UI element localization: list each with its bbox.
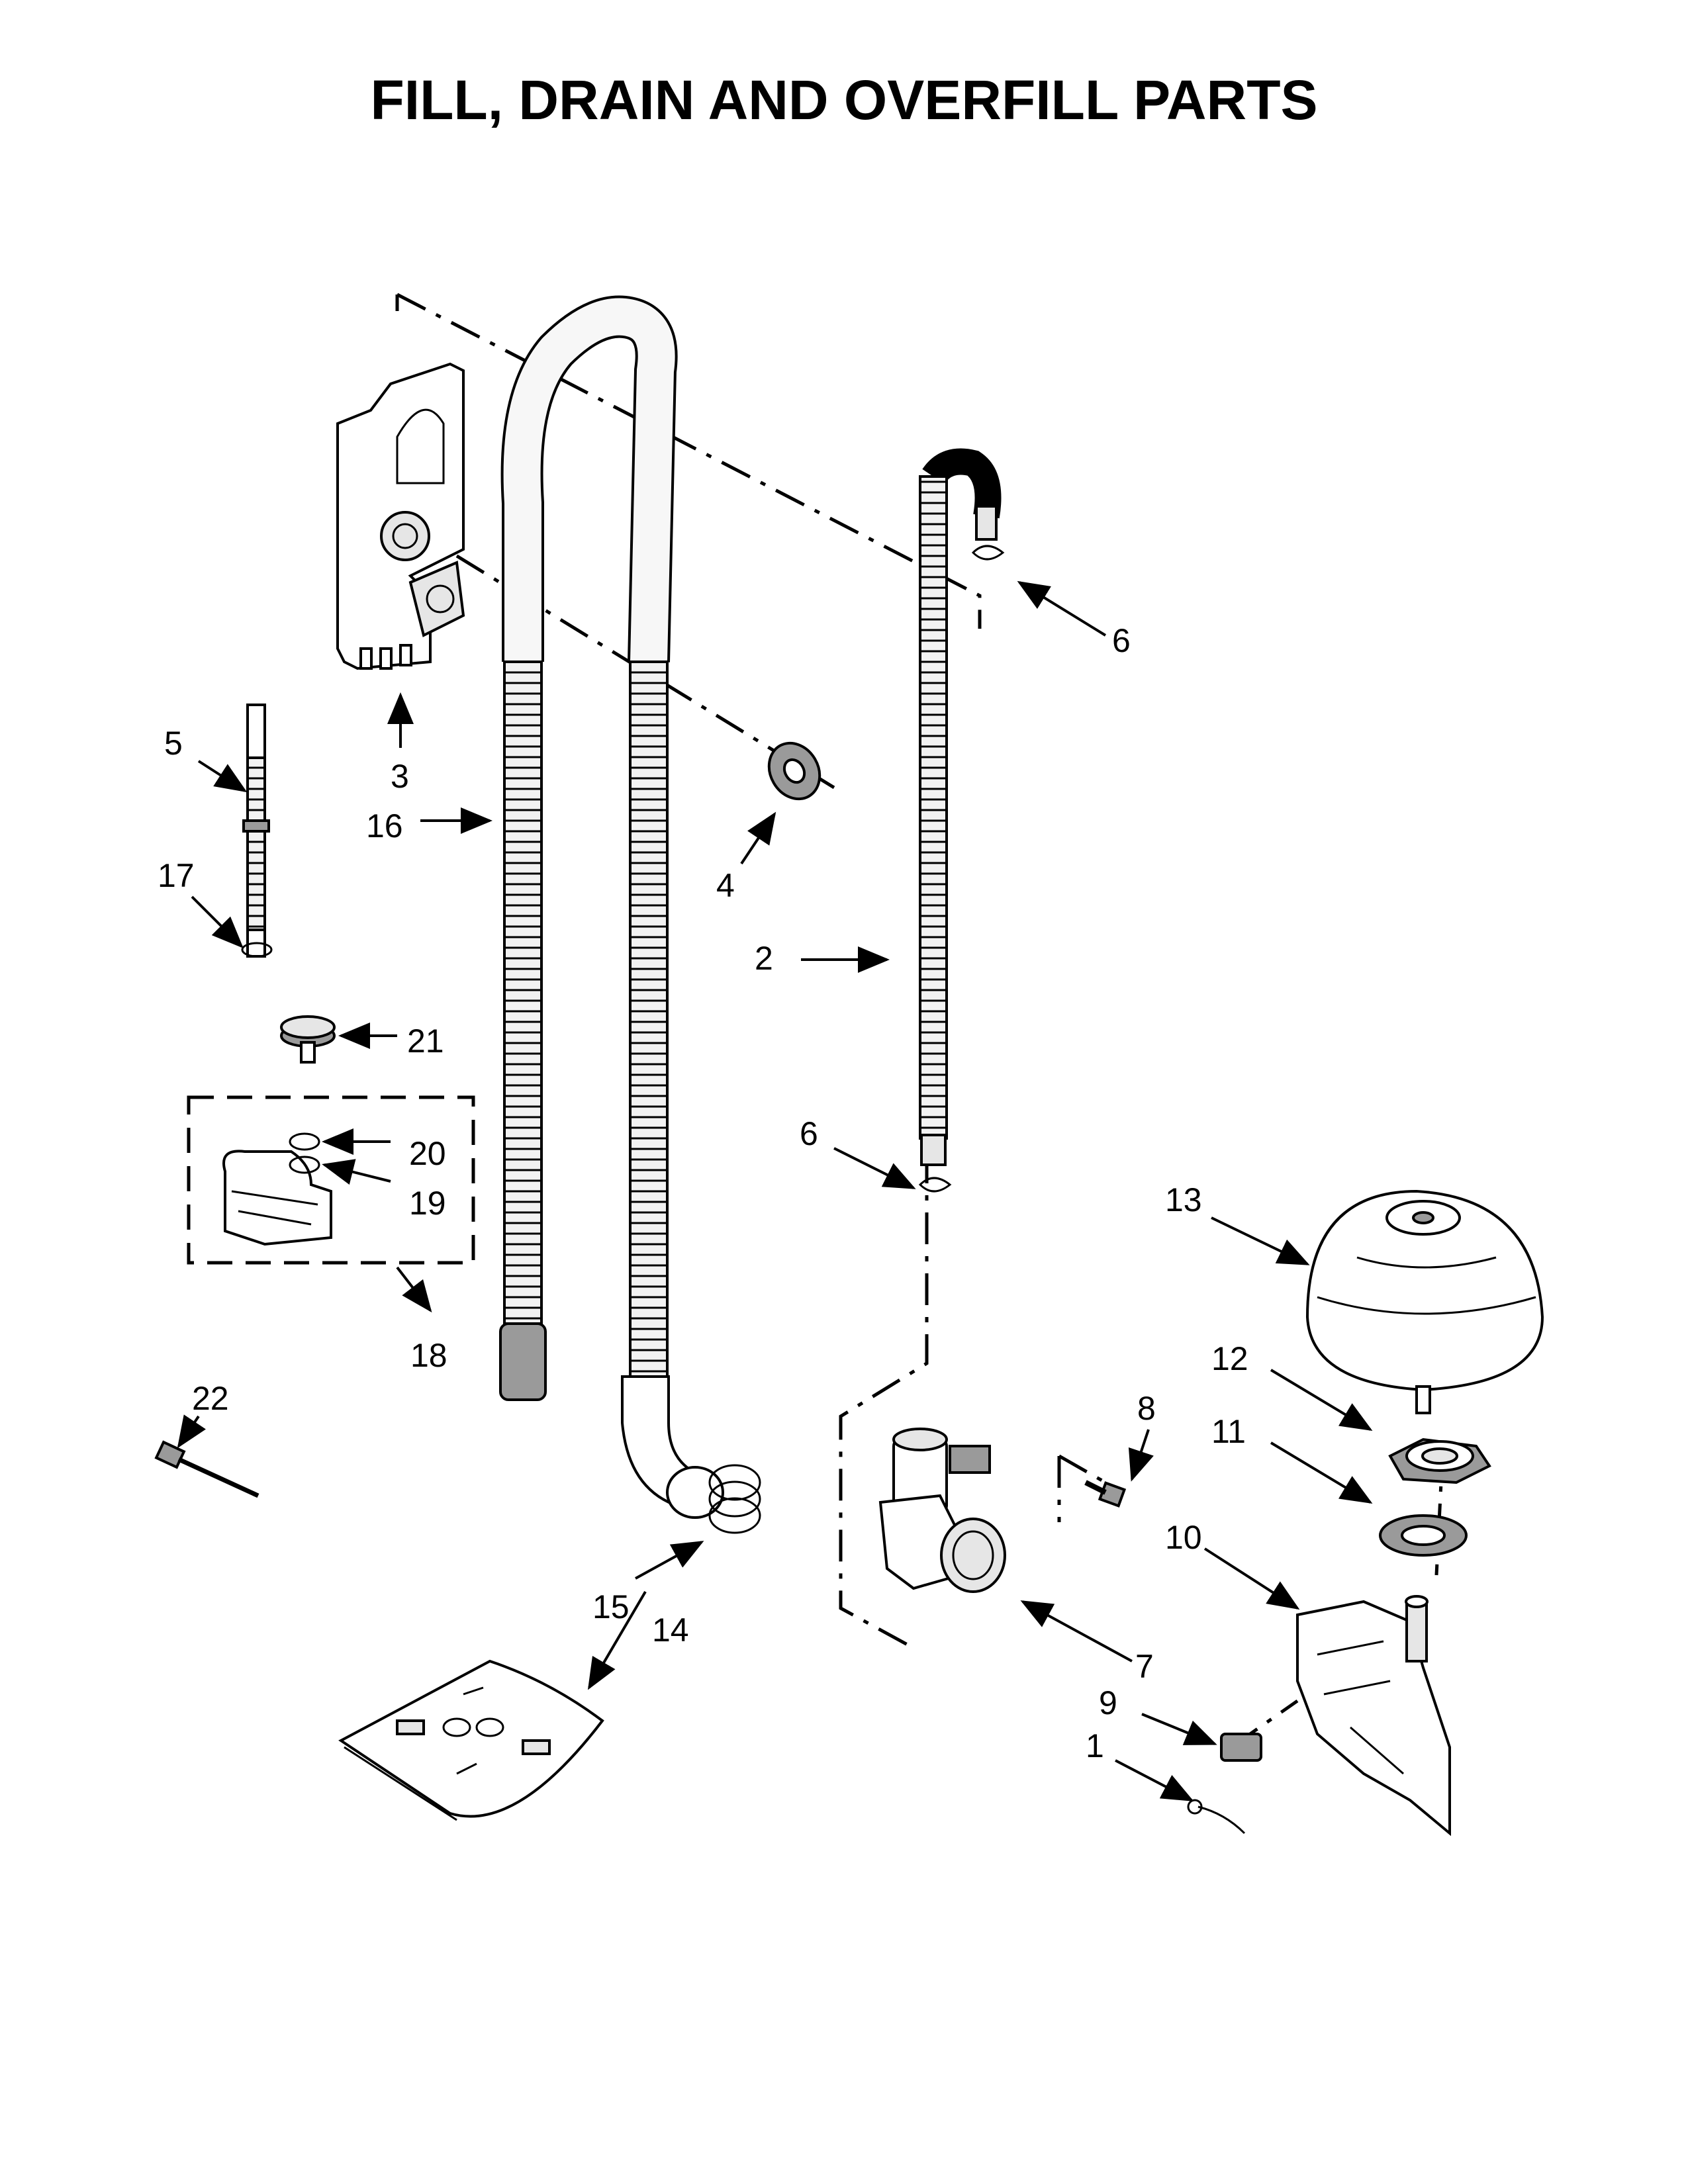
- part-5-vent-tube: [241, 704, 273, 958]
- callout-21: 21: [407, 1023, 444, 1060]
- part-11-gasket: [1379, 1514, 1468, 1557]
- part-10-bracket: [1296, 1595, 1451, 1837]
- callout-19: 19: [409, 1185, 446, 1222]
- page-title: FILL, DRAIN AND OVERFILL PARTS: [370, 69, 1317, 131]
- part-7-inlet-valve: [878, 1428, 1006, 1593]
- callout-6a: 6: [1112, 622, 1131, 659]
- callout-9: 9: [1099, 1684, 1117, 1721]
- callout-15: 15: [592, 1588, 630, 1625]
- callout-6b: 6: [800, 1115, 818, 1152]
- part-18-group: [187, 1095, 475, 1265]
- leader-arrows: [177, 580, 1373, 1801]
- callout-12: 12: [1211, 1340, 1248, 1377]
- part-4-check-valve: [767, 741, 821, 801]
- callout-1: 1: [1086, 1727, 1104, 1764]
- part-1-wire: [1187, 1799, 1246, 1835]
- part-22-wire: [154, 1440, 259, 1498]
- part-12-nut: [1388, 1437, 1491, 1484]
- callout-22: 22: [192, 1380, 229, 1417]
- part-21-float: [280, 1015, 336, 1064]
- part-3-housing: [336, 362, 465, 670]
- part-13-float-cap: [1305, 1189, 1544, 1414]
- part-14-parts-bag: [338, 1659, 604, 1821]
- callout-2: 2: [755, 940, 773, 977]
- callout-18: 18: [410, 1337, 447, 1374]
- callout-3: 3: [391, 758, 409, 795]
- part-8-screw: [1084, 1480, 1127, 1508]
- callout-17: 17: [158, 857, 195, 894]
- callout-labels: 1 2 3 4 5 6 6 7 8 9 10 11 12 13 14 15 16…: [158, 622, 1248, 1764]
- callout-14: 14: [652, 1612, 689, 1649]
- callout-20: 20: [409, 1135, 446, 1172]
- part-6-clamps: [918, 545, 1005, 1193]
- callout-13: 13: [1165, 1181, 1202, 1218]
- callout-16: 16: [366, 807, 403, 844]
- callout-7: 7: [1135, 1648, 1154, 1685]
- part-16-drain-hose: [499, 295, 724, 1519]
- callout-11: 11: [1211, 1413, 1246, 1450]
- part-2-fill-hose: [919, 448, 1002, 1166]
- callout-8: 8: [1137, 1390, 1156, 1427]
- callout-10: 10: [1165, 1519, 1202, 1556]
- part-9-switch: [1220, 1733, 1262, 1762]
- part-15-clamp: [708, 1464, 761, 1534]
- callout-5: 5: [164, 725, 183, 762]
- callout-4: 4: [716, 867, 735, 904]
